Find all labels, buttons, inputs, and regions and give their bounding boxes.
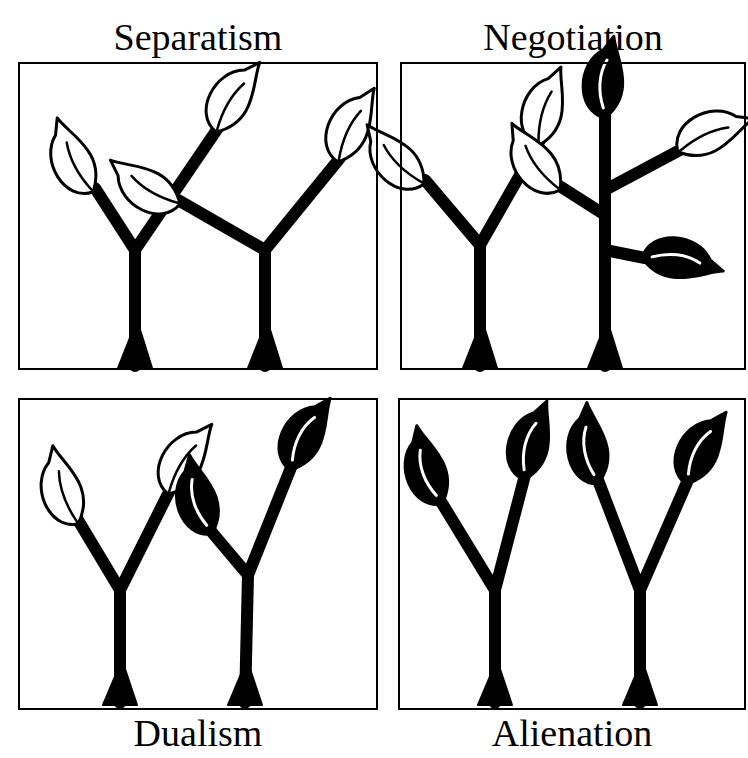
plant-stem xyxy=(210,465,292,703)
black-leaf xyxy=(558,400,614,488)
panel-box: Dualism xyxy=(18,398,378,710)
black-leaf xyxy=(390,422,457,513)
stem-base xyxy=(478,660,512,705)
stem-base xyxy=(118,320,152,368)
panel-box: Negotiation xyxy=(400,62,746,370)
white-leaf xyxy=(32,113,107,204)
stem-base xyxy=(248,320,282,368)
black-leaf xyxy=(501,395,557,483)
plant-stem xyxy=(440,475,525,703)
stem-base xyxy=(588,320,622,368)
panel-heading: Separatism xyxy=(114,18,283,58)
plant-stem xyxy=(95,128,218,366)
panel-heading: Negotiation xyxy=(483,18,662,58)
panel-heading: Alienation xyxy=(492,714,652,754)
plant-stems xyxy=(78,112,688,705)
white-leaf xyxy=(97,151,188,224)
plant-stem xyxy=(178,158,340,366)
stem-base xyxy=(623,660,657,705)
black-leaf xyxy=(162,451,227,542)
black-leaf xyxy=(665,400,735,491)
stem-base xyxy=(228,660,262,705)
plant-leaves xyxy=(26,35,748,542)
panel-box: Separatism xyxy=(18,62,378,370)
white-leaf xyxy=(490,117,573,205)
white-leaf xyxy=(26,442,93,533)
white-leaf xyxy=(348,117,435,201)
panel-heading: Dualism xyxy=(134,714,263,754)
black-leaf xyxy=(641,235,726,282)
white-leaf xyxy=(667,93,748,166)
stem-base xyxy=(103,660,137,705)
panel-box: Alienation xyxy=(398,398,746,710)
stem-base xyxy=(463,320,497,368)
